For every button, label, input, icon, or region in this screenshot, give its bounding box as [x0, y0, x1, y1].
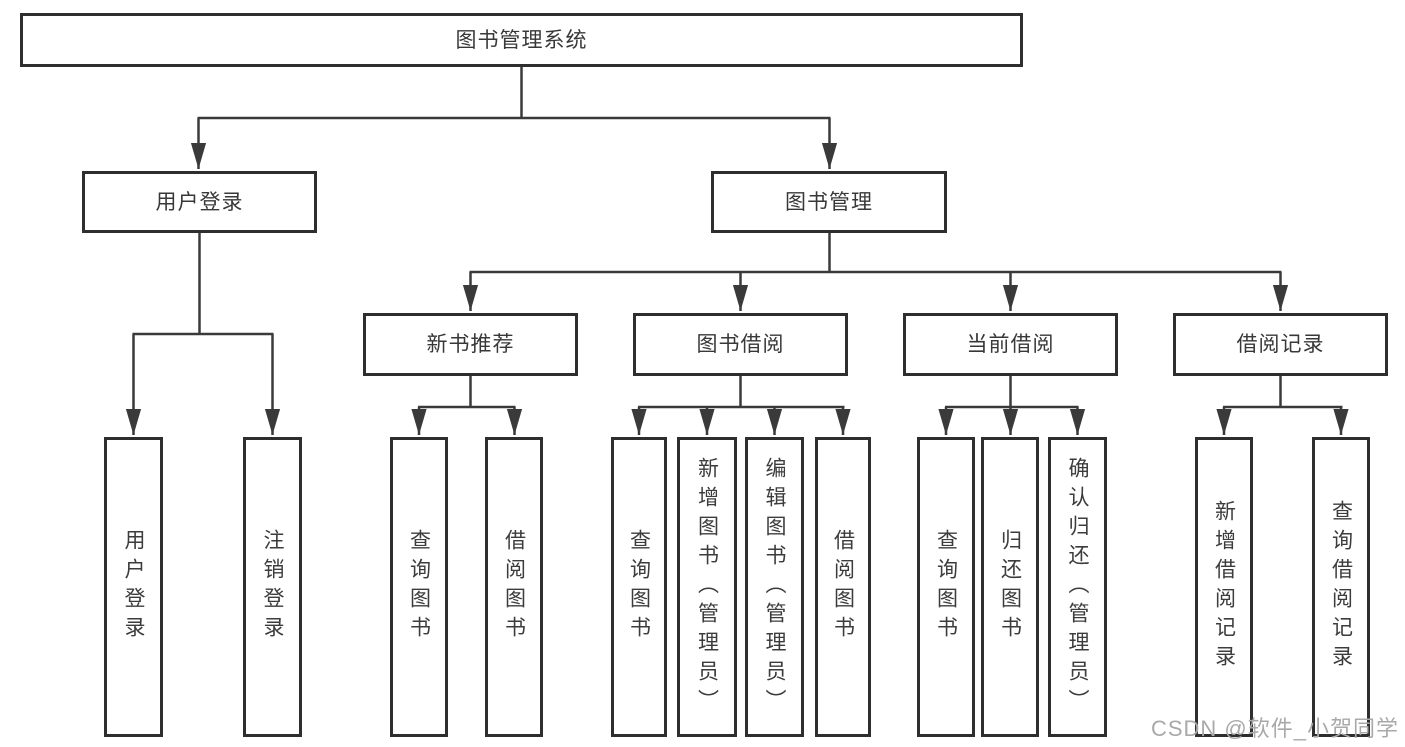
- leaf-add-books-admin: 新增图书（管理员）: [677, 437, 737, 737]
- leaf-user-login: 用户登录: [104, 437, 163, 737]
- node-current-borrow-label: 当前借阅: [966, 333, 1055, 356]
- leaf-recommend-query-books-label: 查询图书: [407, 529, 431, 645]
- leaf-logout: 注销登录: [243, 437, 302, 737]
- leaf-confirm-return-admin: 确认归还（管理员）: [1048, 437, 1107, 737]
- node-book-management-label: 图书管理: [785, 190, 873, 214]
- leaf-borrow-query-books-label: 查询图书: [627, 529, 651, 645]
- leaf-logout-label: 注销登录: [261, 529, 284, 645]
- leaf-edit-books-admin-label: 编辑图书（管理员）: [763, 456, 786, 718]
- leaf-borrow-books: 借阅图书: [815, 437, 871, 737]
- leaf-edit-books-admin: 编辑图书（管理员）: [745, 437, 804, 737]
- node-user-login: 用户登录: [82, 171, 317, 233]
- node-user-login-label: 用户登录: [155, 190, 244, 214]
- node-book-management: 图书管理: [711, 171, 947, 233]
- leaf-recommend-borrow-books-label: 借阅图书: [502, 529, 526, 645]
- leaf-add-borrow-record-label: 新增借阅记录: [1212, 500, 1236, 674]
- node-current-borrow: 当前借阅: [903, 313, 1118, 376]
- leaf-return-books-label: 归还图书: [998, 529, 1022, 645]
- leaf-current-query-books: 查询图书: [917, 437, 975, 737]
- leaf-recommend-borrow-books: 借阅图书: [485, 437, 543, 737]
- node-book-borrow: 图书借阅: [633, 313, 848, 376]
- leaf-borrow-query-books: 查询图书: [611, 437, 667, 737]
- node-book-borrow-label: 图书借阅: [696, 333, 785, 356]
- node-root: 图书管理系统: [20, 13, 1023, 67]
- node-borrow-records-label: 借阅记录: [1236, 333, 1325, 356]
- leaf-borrow-books-label: 借阅图书: [831, 529, 855, 645]
- leaf-add-borrow-record: 新增借阅记录: [1195, 437, 1253, 737]
- node-borrow-records: 借阅记录: [1173, 313, 1388, 376]
- node-root-label: 图书管理系统: [455, 28, 588, 52]
- node-new-book-recommend: 新书推荐: [363, 313, 578, 376]
- leaf-add-books-admin-label: 新增图书（管理员）: [695, 456, 719, 718]
- node-new-book-recommend-label: 新书推荐: [426, 333, 515, 356]
- leaf-query-borrow-record: 查询借阅记录: [1312, 437, 1370, 737]
- leaf-user-login-label: 用户登录: [122, 529, 145, 645]
- leaf-confirm-return-admin-label: 确认归还（管理员）: [1066, 456, 1089, 718]
- leaf-current-query-books-label: 查询图书: [934, 529, 958, 645]
- leaf-recommend-query-books: 查询图书: [390, 437, 448, 737]
- leaf-return-books: 归还图书: [981, 437, 1039, 737]
- watermark: CSDN @软件_小贺同学: [1150, 716, 1399, 741]
- leaf-query-borrow-record-label: 查询借阅记录: [1329, 500, 1353, 674]
